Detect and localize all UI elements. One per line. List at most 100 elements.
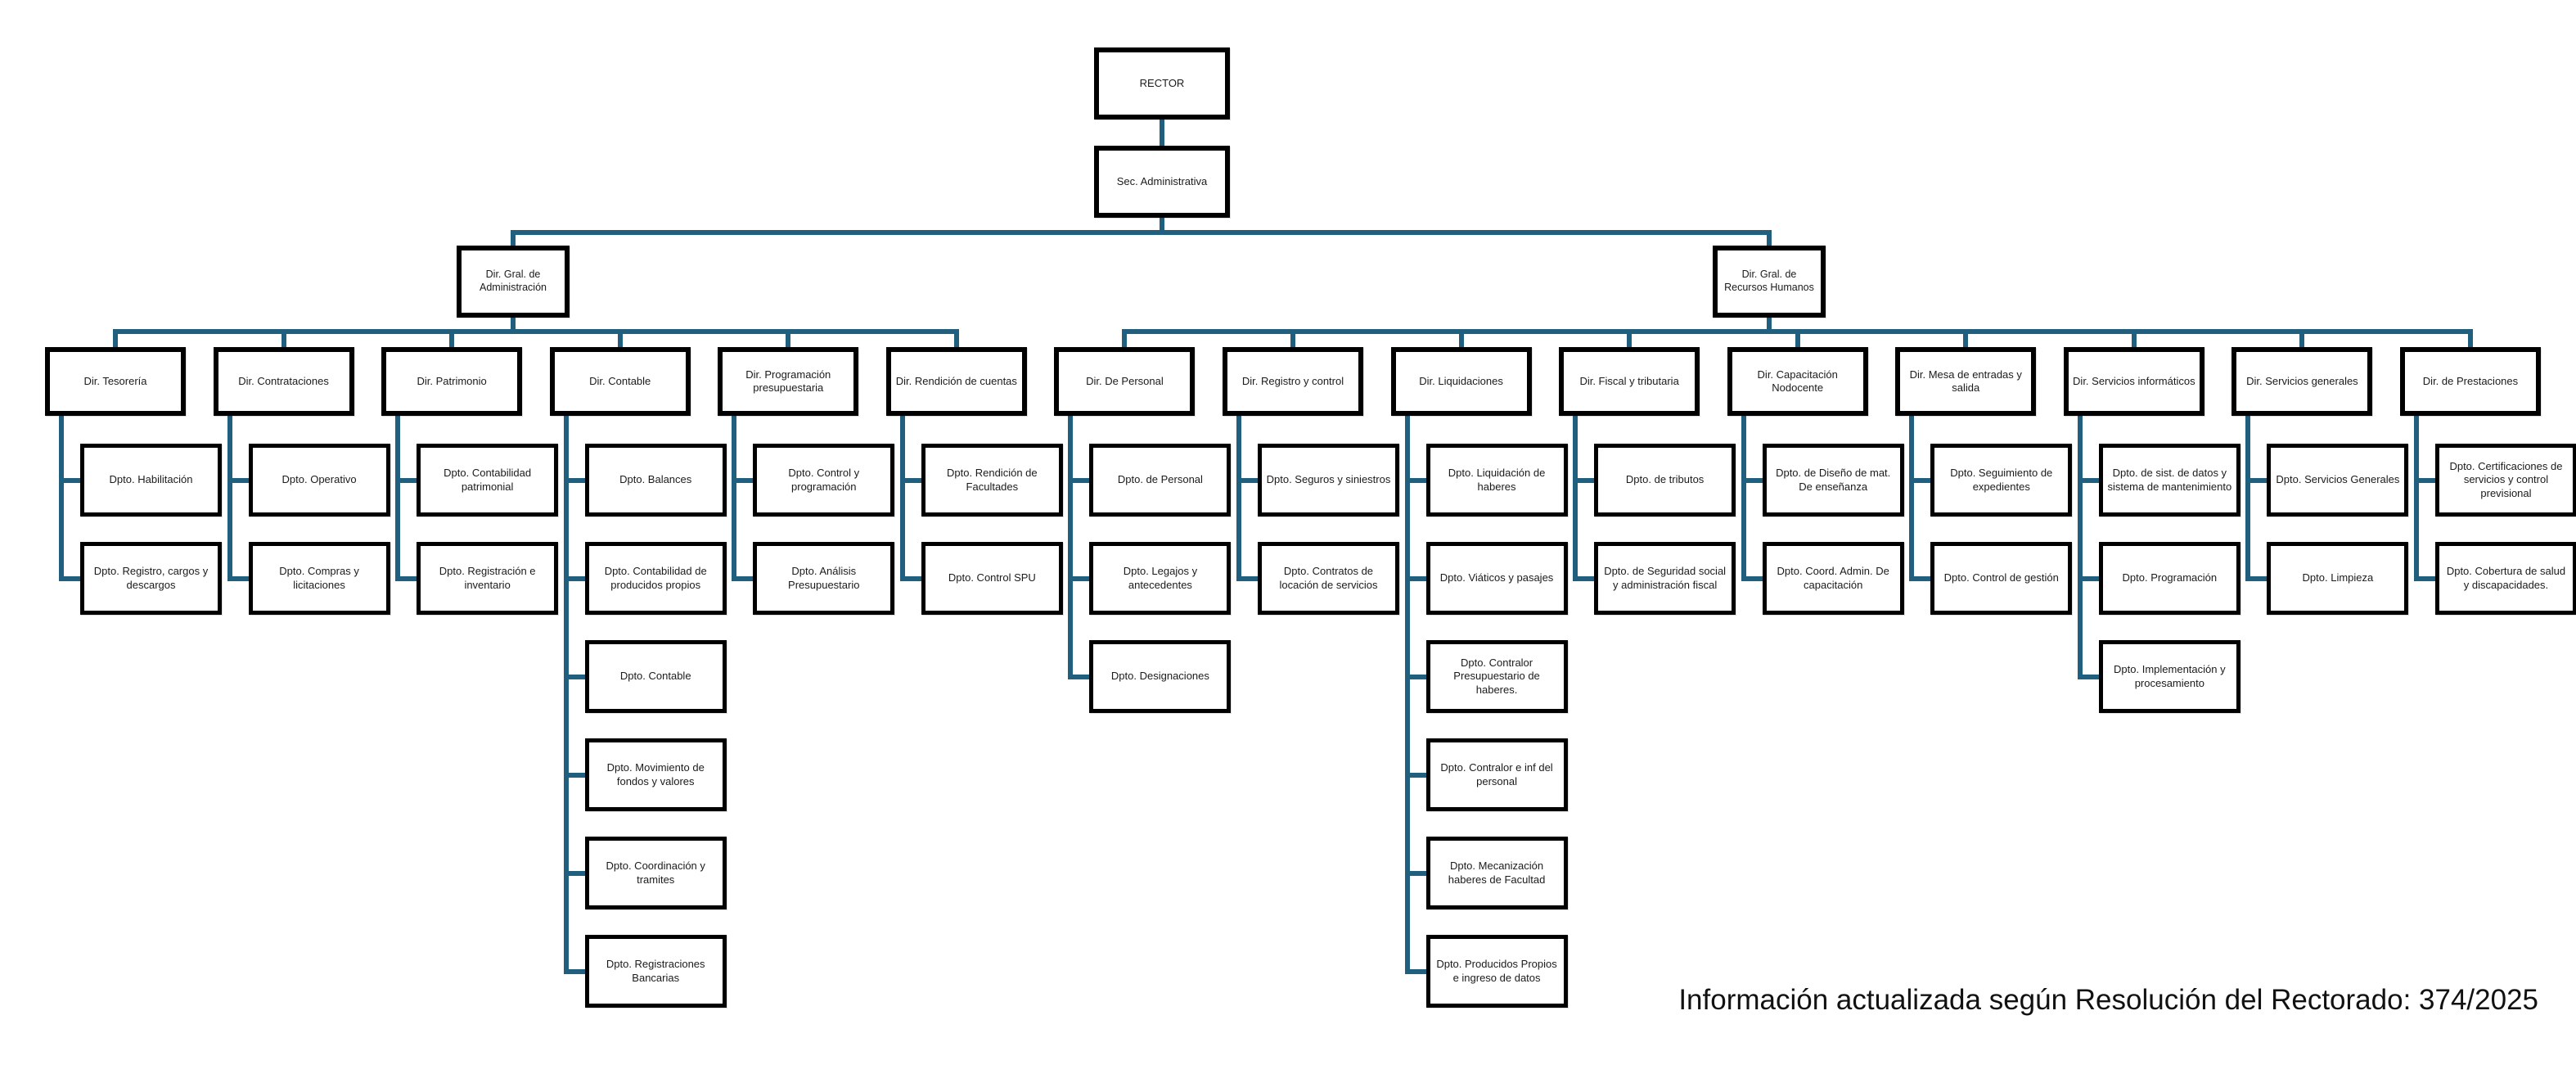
- org-box-department-label: Dpto. Registración e inventario: [439, 565, 536, 591]
- connector-line: [1458, 332, 1464, 347]
- org-box-directorate-label: Dir. Liquidaciones: [1419, 374, 1503, 387]
- org-box-department-label: Dpto. Producidos Propios e ingreso de da…: [1436, 958, 1557, 984]
- org-box-department-label: Dpto. Legajos y antecedentes: [1123, 565, 1198, 591]
- org-box-department: Dpto. Control y programación: [753, 444, 895, 517]
- connector-line: [1404, 772, 1430, 778]
- connector-line: [113, 332, 118, 347]
- org-box-department-label: Dpto. Balances: [619, 473, 692, 486]
- org-box-department: Dpto. Programación: [2098, 542, 2240, 615]
- org-box-department: Dpto. Viáticos y pasajes: [1425, 542, 1568, 615]
- connector-line: [1068, 414, 1074, 679]
- org-box-department: Dpto. Mecanización haberes de Facultad: [1425, 837, 1568, 909]
- connector-line: [2245, 575, 2271, 581]
- org-box-department: Dpto. Servicios Generales: [2267, 444, 2409, 517]
- connector-line: [1068, 674, 1093, 679]
- connector-line: [2077, 674, 2102, 679]
- connector-line: [1627, 332, 1633, 347]
- org-box-department-label: Dpto. de Personal: [1117, 473, 1203, 486]
- org-box-department-label: Dpto. Contratos de locación de servicios: [1279, 565, 1378, 591]
- org-box-department: Dpto. Habilitación: [80, 444, 222, 517]
- org-box-secretariat: Sec. Administrativa: [1094, 146, 1230, 218]
- connector-line: [1404, 575, 1430, 581]
- connector-line: [1909, 575, 1934, 581]
- org-box-directorate: Dir. Liquidaciones: [1390, 347, 1532, 416]
- connector-line: [563, 575, 588, 581]
- org-box-department: Dpto. Coordinación y tramites: [584, 837, 727, 909]
- org-box-directorate: Dir. Servicios generales: [2231, 347, 2373, 416]
- connector-line: [2467, 332, 2473, 347]
- connector-line: [1290, 332, 1295, 347]
- org-box-rector: RECTOR: [1094, 47, 1230, 120]
- connector-line: [2413, 414, 2419, 581]
- connector-line: [732, 477, 757, 483]
- org-box-department-label: Dpto. Seguimiento de expedientes: [1950, 467, 2053, 493]
- org-box-department-label: Dpto. Compras y licitaciones: [279, 565, 359, 591]
- connector-line: [59, 575, 83, 581]
- connector-line: [899, 575, 925, 581]
- org-box-department-label: Dpto. Movimiento de fondos y valores: [606, 761, 705, 787]
- org-box-department: Dpto. Balances: [584, 444, 727, 517]
- org-box-department-label: Dpto. Rendición de Facultades: [947, 467, 1038, 493]
- connector-line: [1404, 414, 1410, 974]
- org-box-department: Dpto. Seguimiento de expedientes: [1930, 444, 2073, 517]
- org-box-department: Dpto. Compras y licitaciones: [248, 542, 390, 615]
- connector-line: [899, 477, 925, 483]
- connector-line: [563, 870, 588, 876]
- org-box-department: Dpto. Operativo: [248, 444, 390, 517]
- org-box-department: Dpto. Legajos y antecedentes: [1089, 542, 1232, 615]
- org-box-department-label: Dpto. Registro, cargos y descargos: [93, 565, 209, 591]
- org-box-department: Dpto. de tributos: [1594, 444, 1736, 517]
- org-box-department-label: Dpto. Contralor e inf del personal: [1440, 761, 1553, 787]
- connector-line: [1767, 233, 1772, 246]
- connector-line: [2131, 332, 2137, 347]
- org-box-branch-label: Dir. Gral. de Administración: [480, 268, 547, 293]
- org-box-department: Dpto. Contralor e inf del personal: [1425, 738, 1568, 811]
- connector-line: [2413, 477, 2439, 483]
- org-box-directorate-label: Dir. Registro y control: [1241, 374, 1344, 387]
- org-box-department: Dpto. de Seguridad social y administraci…: [1594, 542, 1736, 615]
- connector-line: [2077, 575, 2102, 581]
- org-box-department-label: Dpto. Contabilidad de producidos propios: [604, 565, 707, 591]
- connector-line: [395, 477, 421, 483]
- org-box-directorate: Dir. de Prestaciones: [2399, 347, 2541, 416]
- connector-line: [2077, 414, 2083, 679]
- org-box-department: Dpto. Análisis Presupuestario: [753, 542, 895, 615]
- org-box-department-label: Dpto. Operativo: [281, 473, 357, 486]
- org-box-department-label: Dpto. Programación: [2122, 571, 2218, 584]
- org-box-department: Dpto. de Personal: [1089, 444, 1232, 517]
- org-box-department: Dpto. Designaciones: [1089, 640, 1232, 713]
- connector-line: [1741, 575, 1766, 581]
- org-box-department-label: Dpto. Coord. Admin. De capacitación: [1777, 565, 1889, 591]
- org-box-directorate: Dir. Contable: [549, 347, 691, 416]
- org-box-directorate: Dir. Tesorería: [45, 347, 186, 416]
- connector-line: [227, 477, 252, 483]
- connector-line: [2245, 477, 2271, 483]
- org-box-directorate-label: Dir. Servicios generales: [2246, 374, 2358, 387]
- org-box-department-label: Dpto. de Seguridad social y administraci…: [1604, 565, 1727, 591]
- connector-line: [395, 575, 421, 581]
- connector-line: [617, 332, 623, 347]
- connector-line: [1068, 477, 1093, 483]
- org-box-department: Dpto. Control de gestión: [1930, 542, 2073, 615]
- connector-line: [563, 674, 588, 679]
- org-box-department-label: Dpto. Mecanización haberes de Facultad: [1448, 860, 1546, 886]
- connector-line: [786, 332, 791, 347]
- connector-line: [227, 414, 232, 581]
- connector-line: [1122, 329, 2473, 334]
- connector-line: [2245, 414, 2251, 581]
- org-box-department-label: Dpto. Cobertura de salud y discapacidade…: [2446, 565, 2566, 591]
- connector-line: [563, 477, 588, 483]
- org-box-department: Dpto. Coord. Admin. De capacitación: [1762, 542, 1904, 615]
- org-box-directorate-label: Dir. Programación presupuestaria: [745, 368, 831, 394]
- org-box-department-label: Dpto. Servicios Generales: [2276, 473, 2400, 486]
- org-box-directorate: Dir. Capacitación Nodocente: [1727, 347, 1868, 416]
- org-box-department: Dpto. Certificaciones de servicios y con…: [2434, 444, 2576, 517]
- connector-line: [2413, 575, 2439, 581]
- org-box-department-label: Dpto. Certificaciones de servicios y con…: [2449, 460, 2563, 499]
- org-box-department-label: Dpto. Control y programación: [788, 467, 860, 493]
- org-box-department: Dpto. Contabilidad patrimonial: [417, 444, 559, 517]
- connector-line: [1160, 118, 1164, 147]
- connector-line: [563, 968, 588, 974]
- connector-line: [2299, 332, 2305, 347]
- connector-line: [395, 414, 401, 581]
